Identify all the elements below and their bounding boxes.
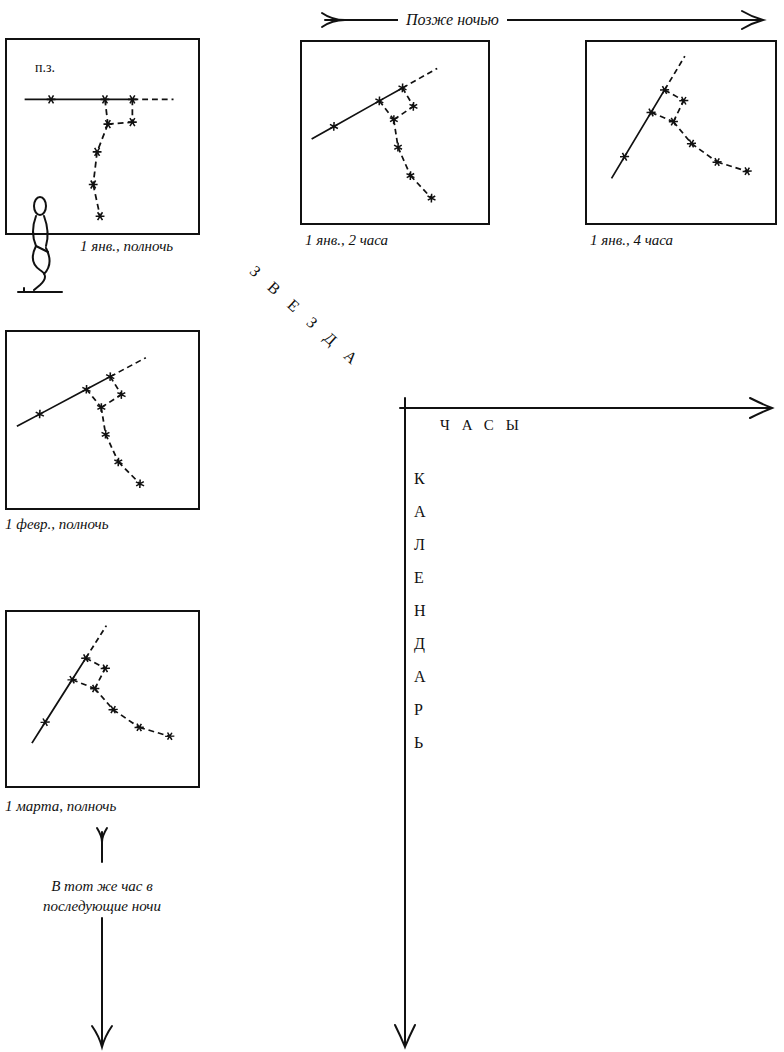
same-hour-tail [97, 828, 107, 862]
observer-figure [18, 197, 62, 292]
dipper-outline [93, 99, 173, 216]
box-frame [5, 330, 200, 510]
sky-box: п.з.1 янв., полночь [5, 38, 200, 235]
big-dipper [7, 612, 198, 786]
stars [328, 83, 464, 223]
sky-box: 1 янв., 2 часа [300, 40, 490, 225]
calendar-axis [404, 398, 406, 1045]
box-frame [5, 38, 200, 235]
pointer-line [25, 98, 133, 100]
stars [40, 653, 192, 780]
box-caption: 1 янв., 4 часа [590, 232, 673, 249]
clock-axis-head [750, 398, 772, 418]
clock-axis [400, 407, 770, 409]
sky-box: 1 марта, полночь [5, 610, 200, 788]
dipper-outline [645, 56, 775, 177]
big-dipper [7, 332, 198, 508]
same-hour-head [92, 1026, 112, 1047]
stars [47, 95, 137, 220]
calendar-axis-label: КАЛЕНДАРЬ [414, 462, 430, 759]
axis-title: Позже ночью [398, 10, 507, 30]
pointer-line [17, 377, 110, 427]
dipper-outline [66, 626, 198, 742]
pointer-line [612, 90, 665, 178]
same-hour-arrow [101, 918, 103, 1045]
dipper-outline [76, 358, 198, 487]
later-arrow-tail [322, 13, 345, 27]
box-caption: 1 янв., 2 часа [305, 232, 388, 249]
dipper-outline [369, 68, 488, 201]
box-caption: 1 февр., полночь [5, 516, 109, 533]
sky-box: 1 янв., 4 часа [585, 40, 777, 225]
later-arrow-line [325, 19, 760, 21]
box-caption: 1 янв., полночь [80, 238, 173, 255]
box-frame [5, 610, 200, 788]
stars [34, 371, 174, 508]
big-dipper [587, 42, 775, 223]
stars [619, 84, 769, 216]
big-dipper [302, 42, 488, 223]
later-arrow-head [742, 11, 763, 29]
calendar-axis-head [395, 1025, 415, 1047]
box-caption: 1 марта, полночь [5, 798, 116, 815]
star-label: п.з. [35, 60, 55, 76]
box-frame [585, 40, 777, 225]
pointer-line [312, 88, 403, 139]
star-axis-label: ЗВЕЗДА [246, 262, 373, 379]
box-frame [300, 40, 490, 225]
sky-box: 1 февр., полночь [5, 330, 200, 510]
same-hour-note: В тот же час в последующие ночи [27, 876, 177, 916]
clock-axis-label: ЧАСЫ [440, 416, 531, 434]
pointer-line [32, 658, 86, 743]
